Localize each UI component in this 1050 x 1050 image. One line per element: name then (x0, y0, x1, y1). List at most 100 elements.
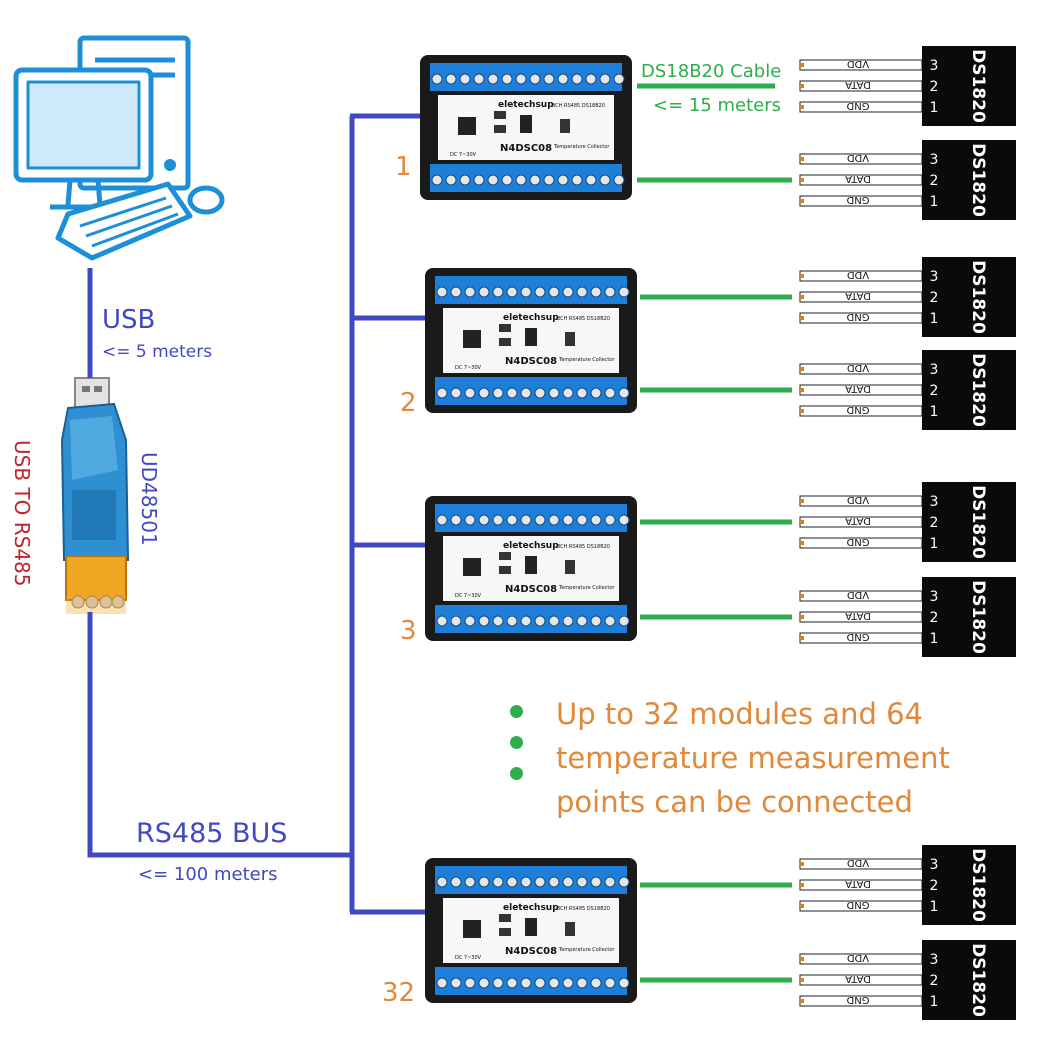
screw-terminal (571, 73, 583, 85)
usb-label: USB (102, 305, 156, 335)
chip (499, 928, 511, 936)
module-power-label: DC 7~30V (455, 593, 482, 599)
sensor-pin-label: GND (846, 994, 869, 1005)
screw-terminal (464, 615, 476, 627)
lead-end (800, 63, 804, 67)
screw-terminal (506, 615, 518, 627)
lead-end (800, 199, 804, 203)
sensor-pin-label: DATA (845, 878, 871, 889)
screw-terminal (604, 514, 616, 526)
sensor-pin-label: GND (846, 311, 869, 322)
screw-terminal (618, 977, 630, 989)
screw-terminal (529, 73, 541, 85)
module-model-label: N4DSC08 (505, 584, 557, 595)
sensor-pin-label: DATA (845, 515, 871, 526)
computer-icon (13, 35, 225, 261)
module-sub-label: Temperature Collector (558, 947, 615, 953)
screw-terminal (520, 615, 532, 627)
sensor-pin-number: 1 (930, 899, 939, 915)
chip (560, 119, 570, 133)
screw-terminal (436, 286, 448, 298)
screw-terminal (478, 387, 490, 399)
sensor-name-label: DS1820 (968, 580, 988, 654)
lead-end (800, 499, 804, 503)
sensor-pin-number: 3 (930, 362, 939, 378)
lead-end (800, 178, 804, 182)
sensor-pin-number: 2 (930, 290, 939, 306)
screw-terminal (506, 876, 518, 888)
screw-terminal (585, 73, 597, 85)
module-number-32: 32 (382, 978, 416, 1008)
screw-terminal (492, 615, 504, 627)
chip (494, 125, 506, 133)
sensor-pin-label: VDD (847, 857, 870, 868)
sensor-pin-number: 3 (930, 494, 939, 510)
screw-terminal (529, 174, 541, 186)
screw-terminal (576, 977, 588, 989)
chip (499, 914, 511, 922)
screw-terminal (464, 876, 476, 888)
screw-terminal (492, 876, 504, 888)
sensor-pin-label: DATA (845, 973, 871, 984)
module-sub-label: Temperature Collector (558, 357, 615, 363)
screw-terminal (557, 73, 569, 85)
screw-terminal (436, 876, 448, 888)
screw-terminal (543, 73, 555, 85)
screw-terminal (604, 977, 616, 989)
sensor-pin-label: VDD (847, 269, 870, 280)
screw-terminal (618, 387, 630, 399)
capacity-note-line-2: temperature measurement (556, 741, 950, 775)
screw-terminal (562, 876, 574, 888)
screw-terminal (515, 174, 527, 186)
screw-terminal (548, 615, 560, 627)
sensor-pin-number: 1 (930, 536, 939, 552)
screw-terminal (576, 615, 588, 627)
sensor-pin-number: 1 (930, 631, 939, 647)
screw-terminal (520, 286, 532, 298)
lead-end (800, 615, 804, 619)
module-brand-label: eletechsup (503, 313, 559, 323)
screw-terminal (534, 286, 546, 298)
sensor-body (922, 350, 1016, 430)
sensor-pin-number: 1 (930, 100, 939, 116)
screw-terminal (562, 615, 574, 627)
screw-terminal (459, 73, 471, 85)
module-number-3: 3 (400, 616, 417, 646)
sensor-pin-label: DATA (845, 610, 871, 621)
chip (565, 560, 575, 574)
chip (499, 324, 511, 332)
screw-terminal (431, 73, 443, 85)
sensor-name-label: DS1820 (968, 485, 988, 559)
screw-terminal (450, 286, 462, 298)
screw-terminal (478, 514, 490, 526)
bus-length-label: <= 100 meters (138, 864, 278, 885)
usb-length-label: <= 5 meters (102, 342, 213, 362)
chip (499, 552, 511, 560)
lead-end (800, 157, 804, 161)
sensor-body (922, 257, 1016, 337)
screw-terminal (506, 977, 518, 989)
chip (520, 115, 532, 133)
module-model-label: N4DSC08 (505, 946, 557, 957)
screw-terminal (450, 977, 462, 989)
screw-terminal (613, 174, 625, 186)
lead-end (800, 636, 804, 640)
chip (499, 566, 511, 574)
module-sub-label: Temperature Collector (553, 144, 610, 150)
sensor-pin-label: VDD (847, 589, 870, 600)
sensor-pin-label: VDD (847, 952, 870, 963)
module-number-1: 1 (395, 152, 412, 182)
bullet-3 (510, 767, 523, 780)
sensor-pin-label: DATA (845, 79, 871, 90)
screw-terminal (618, 876, 630, 888)
lead-end (800, 999, 804, 1003)
sensor-pin-number: 1 (930, 194, 939, 210)
lead-end (800, 520, 804, 524)
screw-terminal (557, 174, 569, 186)
chip (525, 328, 537, 346)
